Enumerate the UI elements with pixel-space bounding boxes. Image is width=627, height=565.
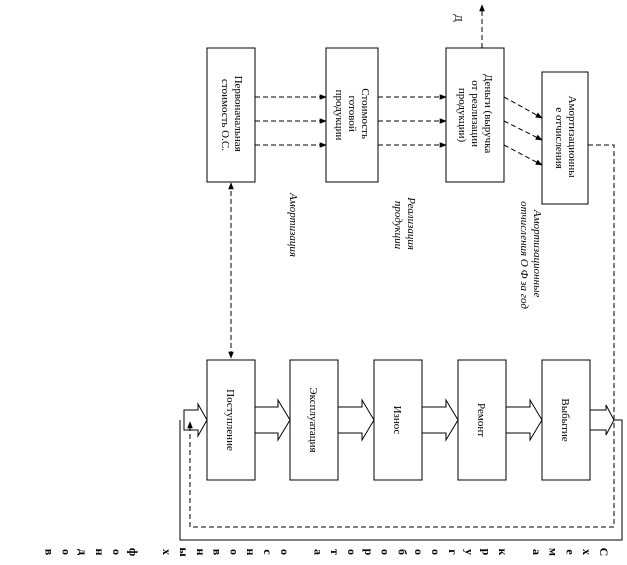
side-caption-letter: н bbox=[194, 549, 208, 556]
side-caption-letter: у bbox=[463, 549, 477, 555]
svg-text:Деньги (выручка от реали: Деньги (выручка от реализации продукции) bbox=[456, 74, 494, 156]
side-caption-letter: ы bbox=[177, 547, 191, 557]
initial-cost-line-2: стоимость О.С. bbox=[219, 79, 231, 151]
side-caption-letter: ф bbox=[127, 548, 141, 556]
side-caption-letter: б bbox=[395, 549, 409, 555]
side-caption-letter: С bbox=[597, 548, 611, 557]
side-caption-letter: г bbox=[446, 549, 460, 555]
product-cost-line-2: готовой bbox=[346, 95, 358, 131]
box-repair: Ремонт bbox=[457, 359, 507, 481]
product-cost-line-1: Стоимость bbox=[359, 88, 371, 139]
side-caption-letter: т bbox=[328, 549, 342, 555]
block-arrow-into-arrival bbox=[183, 402, 208, 438]
side-caption-letter: о bbox=[278, 549, 292, 555]
side-caption-letter: о bbox=[379, 549, 393, 555]
dashed-flows-top bbox=[255, 4, 543, 166]
arrival-label: Поступление bbox=[224, 389, 236, 451]
box-initial-cost: Первоначальная стоимость О.С. bbox=[206, 47, 256, 183]
sales-line-2: продукции bbox=[392, 201, 404, 250]
sales-line-1: Реализация bbox=[405, 196, 417, 250]
initial-cost-line-1: Первоначальная bbox=[232, 76, 244, 152]
side-caption-letter: о bbox=[110, 549, 124, 555]
block-arrow-wear-repair bbox=[421, 398, 459, 442]
operation-label: Эксплуатация bbox=[307, 387, 319, 452]
annual-line-2: отчисления О Ф за год bbox=[518, 201, 530, 309]
solid-outer-loop bbox=[179, 419, 623, 541]
money-line-2: от реализации bbox=[469, 80, 481, 147]
side-caption-letter: д bbox=[76, 549, 90, 555]
block-arrow-disposal-out bbox=[589, 404, 615, 436]
side-caption-letter: а bbox=[530, 549, 544, 555]
block-arrows bbox=[183, 398, 615, 442]
label-d: Д bbox=[452, 14, 464, 22]
side-caption-letter: о bbox=[345, 549, 359, 555]
box-product-cost: Стоимость готовой продукции bbox=[325, 47, 379, 183]
side-caption-letter: н bbox=[93, 549, 107, 556]
disposal-label: Выбытие bbox=[559, 398, 571, 441]
annual-line-1: Амортизационные bbox=[531, 209, 543, 298]
product-cost-line-3: продукции bbox=[333, 90, 345, 141]
svg-text:Стоимость готовой: Стоимость готовой продукции bbox=[333, 88, 371, 141]
side-caption-letter: в bbox=[211, 549, 225, 556]
side-caption-letter: о bbox=[59, 549, 73, 555]
depreciation-line-1: Амортизационны bbox=[566, 96, 578, 179]
label-annual-deductions: Амортизационные отчисления О Ф за год bbox=[518, 201, 543, 309]
side-caption-letter: с bbox=[261, 549, 275, 555]
box-wear: Износ bbox=[373, 359, 423, 481]
side-caption-letter: р bbox=[479, 549, 493, 556]
side-caption-letter: х bbox=[580, 549, 594, 555]
svg-text:Первоначальная стоимость: Первоначальная стоимость О.С. bbox=[219, 76, 244, 155]
svg-text:Амортизационны е отчисле: Амортизационны е отчисления bbox=[553, 96, 578, 181]
side-caption-letter: а bbox=[311, 549, 325, 555]
side-caption-letter: в bbox=[43, 549, 57, 556]
box-money-revenue: Деньги (выручка от реализации продукции) bbox=[445, 47, 505, 183]
side-caption-letter: м bbox=[547, 548, 561, 556]
side-caption-letter: о bbox=[429, 549, 443, 555]
block-arrow-arrival-operation bbox=[254, 398, 291, 442]
wear-label: Износ bbox=[391, 406, 403, 435]
repair-label: Ремонт bbox=[475, 403, 487, 437]
depreciation-line-2: е отчисления bbox=[553, 107, 565, 168]
money-line-3: продукции) bbox=[456, 88, 468, 143]
side-caption-letter: р bbox=[362, 549, 376, 556]
money-line-1: Деньги (выручка bbox=[482, 74, 494, 153]
box-depreciation-deductions: Амортизационны е отчисления bbox=[541, 71, 589, 205]
side-caption-letter: е bbox=[563, 549, 577, 555]
label-amortization: Амортизация bbox=[287, 192, 299, 257]
dashed-return-loop bbox=[187, 144, 615, 528]
side-caption-letter: о bbox=[412, 549, 426, 555]
label-product-sales: Реализация продукции bbox=[392, 196, 417, 253]
box-disposal: Выбытие bbox=[541, 359, 591, 481]
side-caption-letter: н bbox=[244, 549, 258, 556]
side-caption-letter: х bbox=[160, 549, 174, 555]
side-caption-letter: к bbox=[496, 549, 510, 556]
side-caption-letter: о bbox=[227, 549, 241, 555]
box-operation: Эксплуатация bbox=[289, 359, 339, 481]
block-arrow-operation-wear bbox=[337, 398, 375, 442]
block-arrow-repair-disposal bbox=[505, 398, 543, 442]
box-arrival: Поступление bbox=[206, 359, 256, 481]
